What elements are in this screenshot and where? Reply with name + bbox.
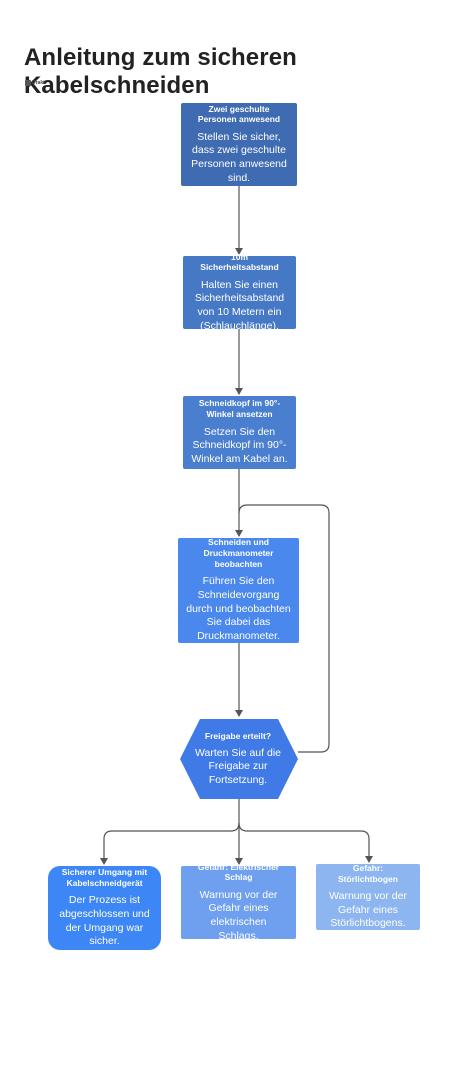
logo-text: Drakt xyxy=(32,80,45,86)
page-title: Anleitung zum sicheren Kabelschneiden xyxy=(24,44,297,99)
step-text: Setzen Sie den Schneidkopf im 90°-Winkel… xyxy=(191,425,288,465)
edge-decision-end3 xyxy=(238,822,373,863)
end-title: Gefahr: Störlichtbogen xyxy=(338,862,398,884)
step-title: 10m Sicherheitsabstand xyxy=(200,251,279,273)
end-arc-flash: Gefahr: Störlichtbogen Warnung vor der G… xyxy=(316,862,420,930)
step-two-persons: Zwei geschulte Personen anwesend Stellen… xyxy=(181,103,297,186)
edge-decision-end1 xyxy=(100,822,240,865)
end-safe-handling: Sicherer Umgang mit Kabelschneidgerät De… xyxy=(48,866,161,950)
end-title: Gefahr: Elektrischer Schlag xyxy=(197,861,280,883)
end-electric-shock: Gefahr: Elektrischer Schlag Warnung vor … xyxy=(181,862,296,942)
logo-icon xyxy=(25,80,31,86)
step-text: Führen Sie den Schneidevorgang durch und… xyxy=(186,575,291,642)
end-text: Warnung vor der Gefahr eines elektrische… xyxy=(199,888,278,942)
decision-approval: Freigabe erteilt? Warten Sie auf die Fre… xyxy=(178,719,298,799)
end-text: Der Prozess ist abgeschlossen und der Um… xyxy=(59,894,150,948)
step-text: Stellen Sie sicher, dass zwei geschulte … xyxy=(191,130,287,184)
step-title: Zwei geschulte Personen anwesend xyxy=(197,103,281,125)
end-text: Warnung vor der Gefahr eines Störlichtbo… xyxy=(329,890,407,930)
step-safety-distance: 10m Sicherheitsabstand Halten Sie einen … xyxy=(183,252,296,332)
step-title: Schneidkopf im 90°-Winkel ansetzen xyxy=(198,398,281,420)
step-title: Schneiden und Druckmanometer beobachten xyxy=(203,537,274,569)
step-text: Halten Sie einen Sicherheitsabstand von … xyxy=(194,278,285,332)
brand-logo: Drakt xyxy=(25,79,57,87)
step-cutting-head: Schneidkopf im 90°-Winkel ansetzen Setze… xyxy=(183,396,296,469)
decision-title: Freigabe erteilt? xyxy=(204,731,272,742)
end-title: Sicherer Umgang mit Kabelschneidgerät xyxy=(61,867,148,888)
step-cut-and-observe: Schneiden und Druckmanometer beobachten … xyxy=(178,537,299,643)
decision-text: Warten Sie auf die Freigabe zur Fortsetz… xyxy=(195,747,281,786)
edge-loop-back xyxy=(238,504,330,753)
decision-diamond xyxy=(180,719,298,799)
